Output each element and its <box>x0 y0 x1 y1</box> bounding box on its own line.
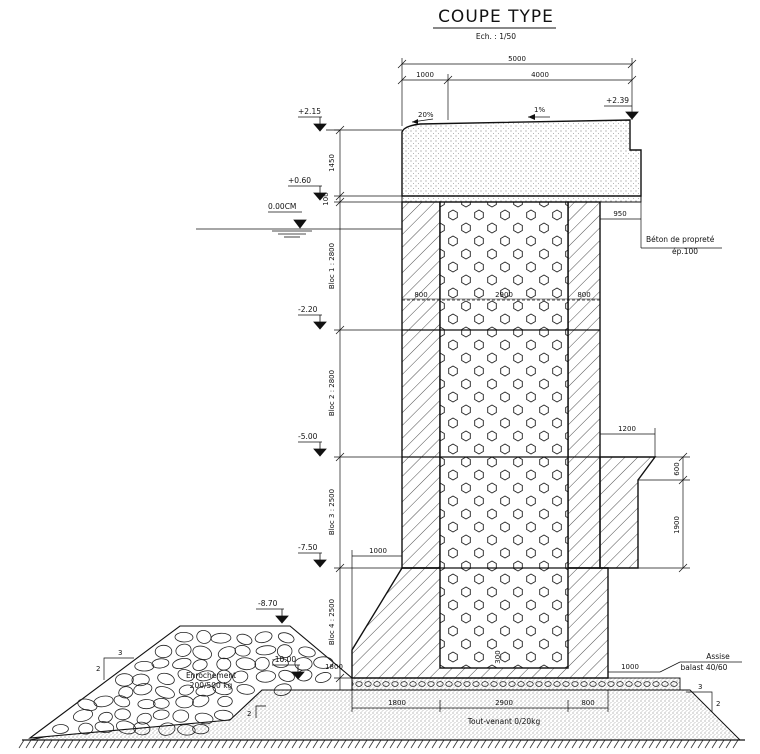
bloc2-label: Bloc 2 : 2800 <box>328 370 336 416</box>
slope-20-label: 20% <box>418 111 434 119</box>
dim-base-800: 800 <box>581 699 594 707</box>
levelling-layer <box>401 195 642 203</box>
beton-label: Béton de propreté <box>646 235 715 244</box>
bloc4-dimensions <box>351 550 742 712</box>
slope-1-label: 1% <box>534 106 545 114</box>
drawing-title: COUPE TYPE <box>438 7 554 27</box>
dim-heel-right: 1000 <box>621 663 639 671</box>
dim-total-width: 5000 <box>508 55 526 63</box>
assise-material-label: balast 40/60 <box>681 663 728 672</box>
dim-toe-left: 1000 <box>369 547 387 555</box>
seabed-hatching <box>18 739 739 749</box>
slope-left-horizontal: 3 <box>118 649 122 657</box>
dim-base-1800-b: 1800 <box>388 699 406 707</box>
beton-callout <box>600 202 722 249</box>
dim-deck-width: 4000 <box>531 71 549 79</box>
slope-left-vertical: 2 <box>96 665 100 673</box>
cell-outline <box>439 201 569 669</box>
right-wall <box>567 201 601 569</box>
crown-slab <box>401 119 642 197</box>
dim-front-projection: 950 <box>613 210 626 218</box>
level-crown-base: +0.60 <box>288 176 311 185</box>
dim-base-1800-a: 1800 <box>325 663 343 671</box>
level-top-left: +2.15 <box>298 107 321 116</box>
tout-venant-label: Tout-venant 0/20kg <box>467 717 541 726</box>
dim-base-2900: 2900 <box>495 699 513 707</box>
dim-step-600: 600 <box>673 462 681 475</box>
bloc3-dimensions <box>600 428 690 573</box>
level-top-right: +2.39 <box>606 96 629 105</box>
level-foundation: -10.00 <box>272 655 296 664</box>
rock-armour <box>28 625 353 739</box>
bloc3-label: Bloc 3 : 2500 <box>328 489 336 535</box>
dim-slope-width: 1000 <box>416 71 434 79</box>
slope-right-horizontal: 3 <box>698 683 702 691</box>
bloc3-projection <box>599 456 657 569</box>
bloc1-label: Bloc 1 : 2800 <box>328 243 336 289</box>
cell-fill <box>440 202 568 668</box>
slope-indicators: 20% 1% <box>411 106 550 124</box>
dim-crown-height: 1450 <box>328 154 336 172</box>
level-rock-top: -8.70 <box>258 599 278 608</box>
rock-armour-stones <box>52 630 334 736</box>
dim-wall-right: 800 <box>577 291 590 299</box>
level-bloc3-base: -7.50 <box>298 543 318 552</box>
top-dimensions <box>397 58 637 126</box>
enrochement-label: Enrochement <box>186 671 236 680</box>
dim-step-1200: 1200 <box>618 425 636 433</box>
left-wall <box>401 201 441 569</box>
slope-inner-vertical: 2 <box>247 710 251 718</box>
level-bloc1-base: -2.20 <box>298 305 318 314</box>
ballast-bedding <box>309 677 681 691</box>
dim-cell-width: 2900 <box>495 291 513 299</box>
level-bloc2-base: -5.00 <box>298 432 318 441</box>
dim-base-300: 300 <box>494 650 502 663</box>
beton-thickness-label: ép.100 <box>672 247 698 256</box>
level-water: 0.00CM <box>268 202 296 211</box>
dim-layer-100: 100 <box>322 192 330 205</box>
slope-ratio-marks <box>103 657 713 718</box>
dim-step-1900: 1900 <box>673 516 681 534</box>
dim-wall-left: 800 <box>414 291 427 299</box>
seabed <box>18 739 745 749</box>
level-markers <box>196 105 639 680</box>
slope-right-vertical: 2 <box>716 700 720 708</box>
assise-label: Assise <box>706 652 730 661</box>
enrochement-weight-label: 200/500 kg <box>190 681 233 690</box>
vertical-dimension-chain <box>334 125 402 690</box>
bloc4-label: Bloc 4 : 2500 <box>328 599 336 645</box>
caisson <box>351 201 657 679</box>
drawing-scale: Ech. : 1/50 <box>476 32 516 41</box>
